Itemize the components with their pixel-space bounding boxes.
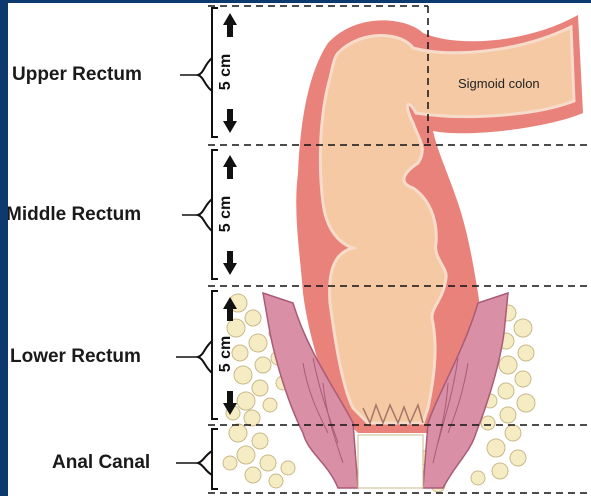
arrow-up-icon [223,13,237,25]
dimension-lower: 5 cm [217,336,235,372]
section-braces [198,58,212,475]
label-anal-canal: Anal Canal [52,452,150,474]
arrow-down-icon [223,263,237,275]
label-lower-rectum: Lower Rectum [10,346,141,368]
dimension-upper: 5 cm [217,54,235,90]
arrow-up-icon [223,155,237,167]
brace-leaders [176,75,198,463]
diagram-canvas: Upper Rectum Middle Rectum Lower Rectum … [8,3,591,496]
arrow-down-icon [223,121,237,133]
dimension-middle: 5 cm [217,196,235,232]
label-middle-rectum: Middle Rectum [8,204,141,226]
anal-opening [358,435,423,488]
label-upper-rectum: Upper Rectum [12,64,142,86]
label-sigmoid-colon: Sigmoid colon [458,76,540,91]
